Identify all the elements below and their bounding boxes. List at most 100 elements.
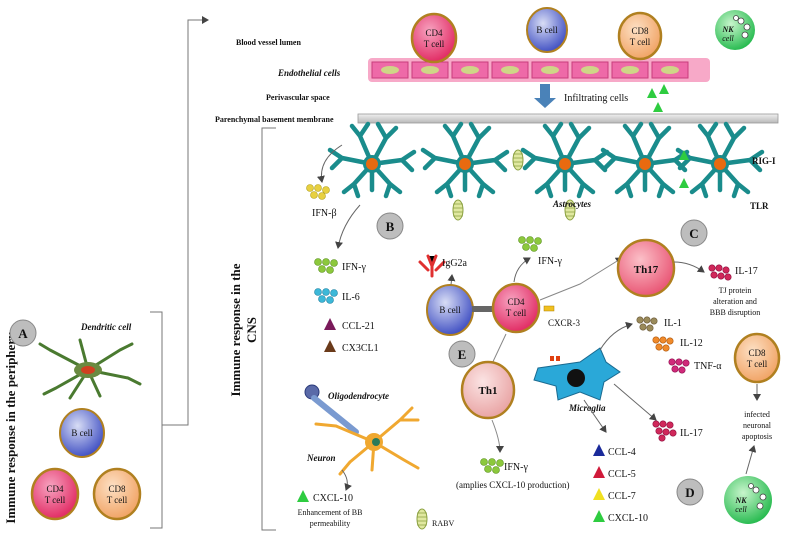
th1-to-ifng-arrow	[491, 419, 504, 453]
amplifies-cxcl10-label: (amplies CXCL-10 production)	[456, 480, 569, 490]
igg2a-label: IgG2a	[442, 258, 468, 269]
microglia-label: Microglia	[568, 403, 606, 413]
microglia-to-ccl-arrow	[583, 399, 607, 433]
periphery-bracket	[150, 311, 163, 529]
panel-b-badge: B	[376, 212, 404, 240]
svg-text:CD8: CD8	[108, 484, 126, 494]
cxcr3-receptor	[543, 305, 555, 312]
il-12-label: IL-12	[680, 338, 703, 349]
basement-membrane-label: Parenchymal basement membrane	[215, 115, 334, 124]
svg-text:T cell: T cell	[747, 359, 768, 369]
th1-ifng-label: IFN-γ	[504, 462, 528, 473]
neuron-to-cxcl10-arrow	[341, 469, 352, 491]
tj-line1: TJ protein	[719, 286, 752, 295]
periphery-cd4-t-cell: CD4 T cell	[30, 467, 80, 521]
panel-e-b-cell: B cell	[426, 284, 474, 336]
tnf-alpha-label: TNF-α	[694, 361, 722, 372]
svg-text:B cell: B cell	[439, 305, 461, 315]
cd4-to-th17-arrow	[539, 257, 623, 301]
vessel-b-cell: B cell	[526, 7, 568, 53]
svg-text:cell: cell	[722, 34, 734, 43]
svg-text:T cell: T cell	[506, 308, 527, 318]
ccl-21-triangle	[324, 318, 336, 330]
il-6-molecules	[314, 288, 338, 304]
enhancement-line1: Enhancement of BB	[298, 508, 363, 517]
tj-line3: BBB disruption	[710, 308, 760, 317]
svg-text:CD4: CD4	[425, 28, 443, 38]
svg-text:Th1: Th1	[479, 385, 498, 397]
svg-text:D: D	[685, 485, 694, 500]
rabv-label: RABV	[432, 519, 454, 528]
oligodendrocyte	[304, 384, 359, 435]
ifn-beta-molecules	[306, 184, 330, 200]
ccl-5-label: CCL-5	[608, 469, 636, 480]
panel-e-ifng-molecules	[518, 236, 542, 252]
il-1-label: IL-1	[664, 318, 682, 329]
svg-text:B cell: B cell	[536, 25, 558, 35]
cx3cl1-label: CX3CL1	[342, 343, 379, 354]
ccl-7-triangle	[593, 488, 605, 500]
svg-text:CD4: CD4	[46, 484, 64, 494]
neuron-label: Neuron	[306, 453, 336, 463]
il-1-molecules	[636, 316, 658, 332]
panel-d-cd8-t-cell: CD8 T cell	[733, 332, 781, 384]
nk-to-apoptosis-arrow	[745, 445, 757, 475]
dendritic-cell-label: Dendritic cell	[80, 322, 132, 332]
periphery-cd8-t-cell: CD8 T cell	[92, 467, 142, 521]
vessel-cd8-t-cell: CD8 T cell	[617, 11, 663, 61]
th17-cell: Th17	[616, 238, 676, 298]
endothelial-cells-label: Endothelial cells	[277, 68, 341, 78]
rabv-legend-icon	[416, 508, 428, 530]
vessel-cd4-t-cell: CD4 T cell	[410, 12, 458, 64]
th17-to-il17-arrow	[673, 261, 705, 273]
il-17-molecules-microglia	[652, 420, 677, 442]
bcell-cd4-contact	[472, 306, 496, 312]
astrocytes-label: Astrocytes	[552, 199, 591, 209]
cxcl-10-triangle-microglia	[593, 510, 605, 522]
astro-triangles	[679, 150, 689, 188]
neuron-cell	[314, 406, 420, 476]
svg-text:B: B	[386, 219, 395, 234]
ccl-7-label: CCL-7	[608, 491, 636, 502]
infiltrating-triangles	[647, 84, 669, 112]
svg-text:A: A	[18, 326, 28, 341]
ifn-beta-label: IFN-β	[312, 208, 337, 219]
infiltrating-arrow	[534, 84, 556, 108]
astro-to-ifnb-arrow	[316, 144, 343, 183]
oligodendrocyte-label: Oligodendrocyte	[328, 391, 389, 401]
periphery-b-cell: B cell	[59, 408, 105, 458]
svg-text:T cell: T cell	[45, 495, 66, 505]
astrocyte-row	[330, 124, 762, 196]
panel-d-nk-cell: NK cell	[724, 476, 772, 524]
ccl-21-label: CCL-21	[342, 321, 375, 332]
panel-e-cd4-t-cell: CD4 T cell	[491, 282, 541, 334]
periphery-side-title: Immune response in the periphery	[3, 332, 18, 524]
il-17-label-c: IL-17	[735, 266, 758, 277]
ifn-gamma-label: IFN-γ	[342, 262, 366, 273]
cns-bracket	[261, 127, 276, 531]
microglia-to-il1-arrow	[599, 321, 633, 351]
enhancement-line2: permeability	[310, 519, 350, 528]
tnf-alpha-molecules	[668, 358, 690, 374]
svg-text:CD4: CD4	[507, 297, 525, 307]
ifn-gamma-molecules	[314, 258, 338, 274]
microglia-to-il17-arrow	[613, 383, 657, 421]
svg-text:CD8: CD8	[748, 348, 766, 358]
th1-ifng-molecules	[480, 458, 504, 474]
vessel-nk-cell: NK cell	[715, 10, 755, 50]
igg2a-antibody	[418, 254, 446, 278]
cns-side-title-line1: Immune response in the	[228, 263, 243, 396]
svg-text:E: E	[458, 347, 467, 362]
cxcl-10-triangle-neuron	[297, 490, 309, 502]
svg-text:T cell: T cell	[630, 37, 651, 47]
svg-text:cell: cell	[735, 505, 747, 514]
cxcl-10-label-neuron: CXCL-10	[313, 493, 353, 504]
cd4-to-ifng-arrow	[513, 257, 531, 283]
apoptosis-line2: neuronal	[743, 421, 772, 430]
ccl-4-triangle	[593, 444, 605, 456]
blood-vessel-lumen-label: Blood vessel lumen	[236, 38, 301, 47]
tlr-label: TLR	[750, 201, 769, 211]
dendritic-cell	[38, 338, 142, 400]
apoptosis-line1: infected	[744, 410, 770, 419]
